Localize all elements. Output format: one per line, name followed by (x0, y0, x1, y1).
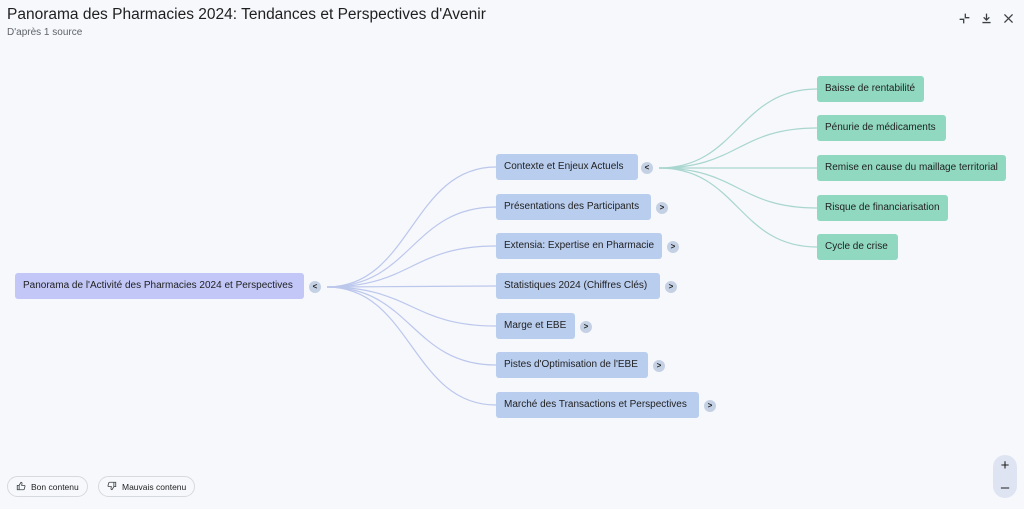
branch-node-marge[interactable]: Marge et EBE (496, 313, 575, 339)
leaf-node-penurie[interactable]: Pénurie de médicaments (817, 115, 946, 141)
bad-content-label: Mauvais contenu (122, 481, 187, 492)
connector-root-branch-0 (326, 166, 497, 288)
leaf-node-financiarisation[interactable]: Risque de financiarisation (817, 195, 948, 221)
node-label: Contexte et Enjeux Actuels (504, 161, 624, 172)
good-content-label: Bon contenu (31, 481, 79, 492)
close-icon[interactable] (1000, 10, 1016, 26)
node-label: Remise en cause du maillage territorial (825, 162, 998, 173)
node-label: Extensia: Expertise en Pharmacie (504, 240, 655, 251)
branch-node-marche[interactable]: Marché des Transactions et Perspectives (496, 392, 699, 418)
branch-toggle-presentations[interactable]: > (656, 202, 668, 214)
connector-branch-leaf-3 (658, 167, 818, 209)
branch-node-pistes[interactable]: Pistes d'Optimisation de l'EBE (496, 352, 648, 378)
node-label: Pistes d'Optimisation de l'EBE (504, 359, 638, 370)
good-content-button[interactable]: Bon contenu (7, 476, 88, 497)
connector-branch-leaf-0 (658, 88, 818, 169)
leaf-node-maillage[interactable]: Remise en cause du maillage territorial (817, 155, 1006, 181)
branch-toggle-extensia[interactable]: > (667, 241, 679, 253)
node-label: Statistiques 2024 (Chiffres Clés) (504, 280, 648, 291)
root-collapse-toggle[interactable]: < (309, 281, 321, 293)
branch-node-contexte[interactable]: Contexte et Enjeux Actuels (496, 154, 638, 180)
node-label: Baisse de rentabilité (825, 83, 916, 94)
node-label: Présentations des Participants (504, 201, 640, 212)
zoom-control: + – (993, 455, 1017, 498)
node-label: Risque de financiarisation (825, 202, 940, 213)
connector-root-branch-5 (326, 286, 497, 366)
connector-root-branch-4 (326, 286, 497, 327)
connector-root-branch-2 (326, 245, 497, 288)
top-actions (956, 10, 1016, 26)
branch-toggle-statistiques[interactable]: > (665, 281, 677, 293)
node-label: Panorama de l'Activité des Pharmacies 20… (23, 280, 293, 291)
zoom-out-button[interactable]: – (1000, 478, 1010, 496)
branch-node-presentations[interactable]: Présentations des Participants (496, 194, 651, 220)
connector-branch-leaf-4 (658, 167, 818, 248)
connector-root-branch-3 (326, 285, 497, 288)
branch-toggle-pistes[interactable]: > (653, 360, 665, 372)
branch-toggle-contexte[interactable]: < (641, 162, 653, 174)
leaf-node-rentabilite[interactable]: Baisse de rentabilité (817, 76, 924, 102)
node-label: Marge et EBE (504, 320, 567, 331)
node-label: Cycle de crise (825, 241, 888, 252)
branch-toggle-marge[interactable]: > (580, 321, 592, 333)
mindmap-root-node[interactable]: Panorama de l'Activité des Pharmacies 20… (15, 273, 304, 299)
connector-root-branch-6 (326, 286, 497, 406)
collapse-icon[interactable] (956, 10, 972, 26)
zoom-in-button[interactable]: + (1000, 457, 1010, 475)
branch-node-statistiques[interactable]: Statistiques 2024 (Chiffres Clés) (496, 273, 660, 299)
connector-branch-leaf-1 (658, 127, 818, 169)
leaf-node-cycle[interactable]: Cycle de crise (817, 234, 898, 260)
thumbs-down-icon (107, 481, 117, 493)
node-label: Pénurie de médicaments (825, 122, 936, 133)
node-label: Marché des Transactions et Perspectives (504, 399, 687, 410)
connector-root-branch-1 (326, 206, 497, 288)
bad-content-button[interactable]: Mauvais contenu (98, 476, 196, 497)
branch-toggle-marche[interactable]: > (704, 400, 716, 412)
thumbs-up-icon (16, 481, 26, 493)
download-icon[interactable] (978, 10, 994, 26)
source-count: D'après 1 source (7, 27, 83, 38)
branch-node-extensia[interactable]: Extensia: Expertise en Pharmacie (496, 233, 662, 259)
page-title: Panorama des Pharmacies 2024: Tendances … (7, 6, 486, 23)
